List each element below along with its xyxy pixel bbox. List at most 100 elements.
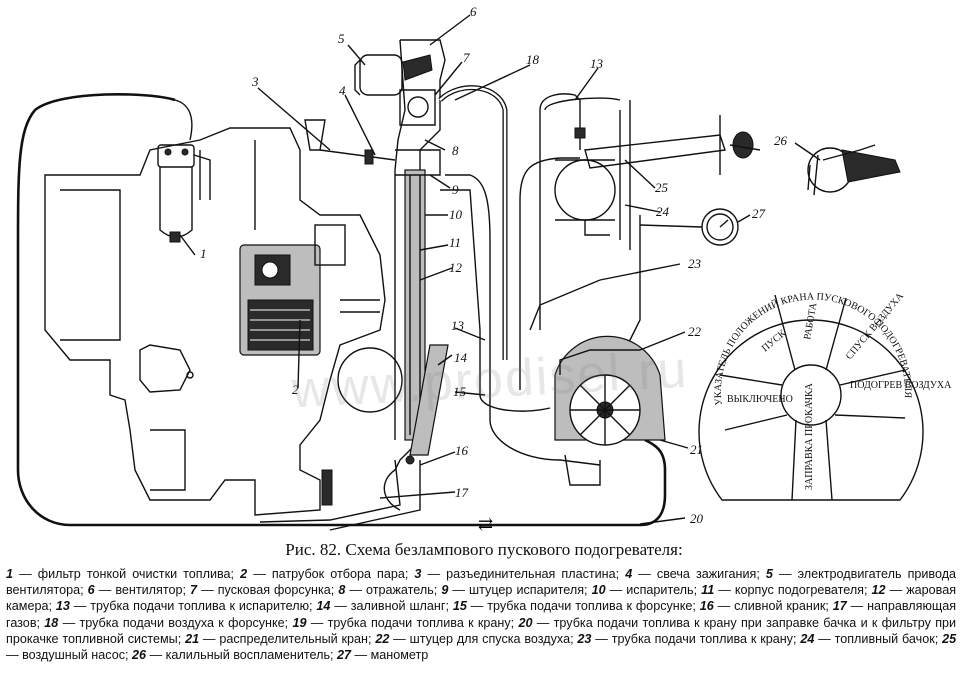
- legend-item-separator: —: [330, 599, 351, 614]
- callout-24: 24: [656, 204, 670, 219]
- legend-item-text: трубка подачи воздуха к форсунке;: [79, 615, 289, 630]
- heater-schematic: УКАЗАТЕЛЬ ПОЛОЖЕНИЙ КРАНА ПУСКОВОГО ПОДО…: [16, 4, 952, 534]
- callout-3: 3: [251, 74, 259, 89]
- legend-item-separator: —: [466, 599, 488, 614]
- legend-item-text: вентилятор;: [115, 583, 186, 598]
- callout-4: 4: [339, 83, 346, 98]
- legend-item: 20 — трубка подачи топлива к крану при з…: [6, 616, 956, 646]
- legend-item-separator: —: [351, 648, 371, 663]
- legend-item: 11 — корпус подогревателя;: [701, 583, 867, 597]
- legend-item-text: фильтр тонкой очистки топлива;: [37, 567, 235, 581]
- legend-item-number: 11: [701, 583, 715, 598]
- legend-item-number: 25: [942, 631, 957, 646]
- legend-item-number: 24: [800, 631, 815, 646]
- legend-item-number: 13: [55, 599, 70, 614]
- legend-item-separator: —: [69, 599, 91, 614]
- legend-item-separator: —: [885, 583, 907, 598]
- callout-16: 16: [455, 443, 469, 458]
- legend-item-number: 26: [132, 648, 147, 663]
- callout-27: 27: [752, 206, 766, 221]
- legend-item-text: разъединительная пластина;: [446, 567, 620, 581]
- leader-lines: [179, 14, 821, 525]
- callout-15: 15: [453, 384, 467, 399]
- legend-item-text: патрубок отбора пара;: [271, 567, 409, 581]
- callout-14: 14: [454, 350, 468, 365]
- legend-item: 22 — штуцер для спуска воздуха;: [375, 632, 573, 646]
- legend-item-number: 3: [414, 567, 422, 581]
- legend-item-text: отражатель;: [366, 583, 438, 598]
- legend-item-separator: —: [197, 583, 218, 598]
- legend-item: 1 — фильтр тонкой очистки топлива;: [6, 567, 234, 581]
- legend-item-text: трубка подачи топлива к крану при заправ…: [6, 615, 957, 646]
- callout-8: 8: [452, 143, 459, 158]
- legend-item: 23 — трубка подачи топлива к крану;: [577, 632, 796, 646]
- callout-18: 18: [526, 52, 540, 67]
- callout-6: 6: [470, 4, 477, 19]
- fuel-filter: [157, 144, 211, 243]
- legend-item-text: манометр: [370, 648, 429, 663]
- legend-item-number: 22: [375, 631, 390, 646]
- legend-item-text: штуцер испарителя;: [469, 583, 588, 598]
- legend-item-separator: —: [421, 567, 447, 581]
- legend-item-separator: —: [532, 615, 554, 630]
- legend-item-text: штуцер для спуска воздуха;: [409, 631, 574, 646]
- legend-item-number: 21: [185, 631, 200, 646]
- legend-item-number: 23: [577, 631, 592, 646]
- callout-numbers: 1 2 3 4 5 6 7 8 9 10 11 12 13 14 15 16 1…: [200, 4, 788, 526]
- legend-item-separator: —: [146, 648, 166, 663]
- legend-item: 25 — воздушный насос;: [6, 632, 956, 662]
- legend-item: 9 — штуцер испарителя;: [441, 583, 587, 597]
- legend-item-separator: —: [58, 615, 80, 630]
- legend-item: 7 — пусковая форсунка;: [190, 583, 334, 597]
- legend-item-separator: —: [632, 567, 657, 581]
- callout-17: 17: [455, 485, 469, 500]
- callout-12: 12: [449, 260, 463, 275]
- legend-item: 13 — трубка подачи топлива к испарителю;: [56, 599, 313, 613]
- legend-item-separator: —: [199, 631, 220, 646]
- legend-item-number: 6: [87, 583, 95, 598]
- callout-9: 9: [452, 182, 459, 197]
- legend-item-text: трубка подачи топлива к крану;: [327, 615, 515, 630]
- flow-arrows: ⇄: [478, 514, 493, 534]
- legend-item-number: 14: [316, 599, 331, 614]
- fan-motor: [354, 54, 433, 96]
- glow-igniter: [807, 144, 901, 196]
- legend-item-number: 1: [6, 567, 14, 581]
- legend-item-separator: —: [94, 583, 116, 598]
- legend-item-text: жаровая камера;: [6, 583, 957, 614]
- legend-item-text: корпус подогревателя;: [734, 583, 868, 598]
- legend-item-text: испаритель;: [626, 583, 698, 598]
- legend-item: 21 — распределительный кран;: [185, 632, 371, 646]
- legend-item-text: распределительный кран;: [219, 631, 372, 646]
- legend-item-number: 2: [240, 567, 248, 581]
- legend-item-number: 10: [591, 583, 606, 598]
- legend-item-text: направляющая газов;: [6, 599, 957, 630]
- legend-item: 6 — вентилятор;: [88, 583, 186, 597]
- legend-item: 17 — направляющая газов;: [6, 599, 956, 629]
- legend-item-number: 7: [190, 583, 198, 598]
- legend-item: 5 — электродвигатель привода вентилятора…: [6, 567, 956, 597]
- legend-item-number: 9: [441, 583, 449, 598]
- dial-sector-air-heat: ПОДОГРЕВ ВОЗДУХА: [850, 380, 952, 391]
- figure-legend: 1 — фильтр тонкой очистки топлива; 2 — п…: [6, 566, 956, 663]
- callout-13: 13: [590, 56, 604, 71]
- dial-sector-off: ВЫКЛЮЧЕНО: [727, 394, 793, 405]
- legend-item-number: 27: [337, 648, 352, 663]
- callout-5: 5: [338, 31, 345, 46]
- callout-26: 26: [774, 133, 788, 148]
- legend-item-separator: —: [714, 583, 735, 598]
- callout-25: 25: [655, 180, 669, 195]
- legend-item-text: электродвигатель привода вентилятора;: [6, 567, 957, 598]
- legend-item-number: 17: [832, 599, 847, 614]
- legend-item-separator: —: [713, 599, 735, 614]
- legend-item-number: 20: [518, 615, 533, 630]
- callout-11: 11: [449, 235, 461, 250]
- legend-item-text: трубка подачи топлива к крану;: [611, 631, 797, 646]
- air-pump: [574, 100, 761, 250]
- pump-assembly: [239, 224, 380, 356]
- legend-item: 4 — свеча зажигания;: [625, 567, 760, 581]
- legend-item: 15 — трубка подачи топлива к форсунке;: [453, 599, 696, 613]
- legend-item: 27 — манометр: [337, 648, 428, 662]
- legend-item-number: 15: [452, 599, 467, 614]
- tube-20: [16, 93, 667, 527]
